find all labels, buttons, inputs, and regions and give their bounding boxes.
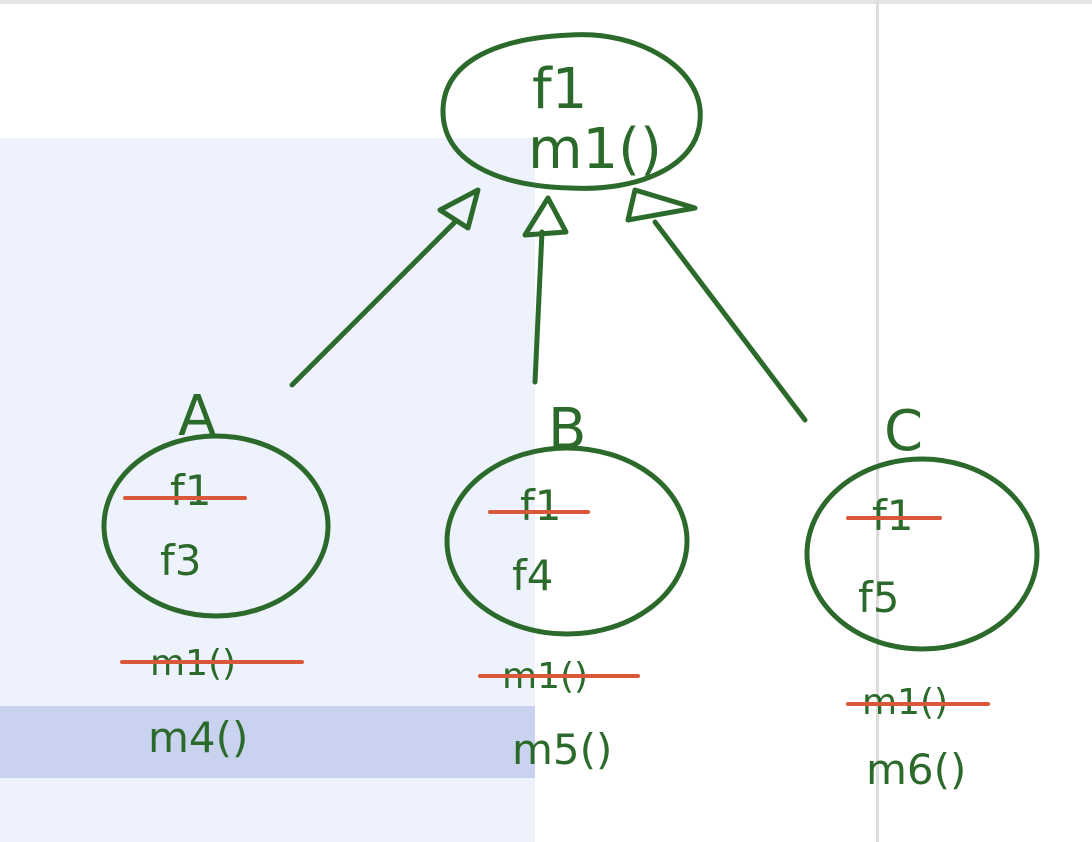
parent-node-outline — [440, 32, 703, 191]
top-border — [0, 0, 1092, 4]
child-a-node-outline — [101, 433, 331, 619]
arrow-a-head — [437, 187, 481, 231]
child-class-a: A f1 f3 m1() m4() — [101, 384, 331, 762]
child-b-own-field: f4 — [512, 551, 554, 600]
child-a-inherited-field: f1 — [170, 466, 212, 515]
inheritance-arrow-c — [625, 187, 808, 423]
child-c-own-method: m6() — [866, 745, 966, 794]
child-c-node-outline — [804, 456, 1040, 652]
child-class-c: C f1 f5 m1() m6() — [804, 399, 1040, 794]
parent-method: m1() — [528, 117, 662, 182]
arrow-b-head — [522, 195, 569, 238]
arrow-c-head — [625, 187, 698, 223]
child-c-own-field: f5 — [858, 573, 900, 622]
child-b-own-method: m5() — [512, 725, 612, 774]
child-c-inherited-field: f1 — [872, 491, 914, 540]
vertical-divider — [876, 0, 879, 842]
inheritance-arrow-b — [522, 195, 569, 385]
child-a-own-method: m4() — [148, 713, 248, 762]
child-b-label: B — [548, 397, 586, 462]
parent-field: f1 — [532, 57, 587, 122]
child-c-label: C — [884, 399, 923, 464]
child-b-node-outline — [444, 445, 690, 637]
child-a-own-field: f3 — [160, 536, 202, 585]
child-class-b: B f1 f4 m1() m5() — [444, 397, 690, 774]
parent-class-node: f1 m1() — [440, 32, 703, 191]
inheritance-arrow-a — [289, 187, 481, 388]
child-b-inherited-field: f1 — [520, 481, 562, 530]
selection-highlight — [0, 706, 535, 778]
